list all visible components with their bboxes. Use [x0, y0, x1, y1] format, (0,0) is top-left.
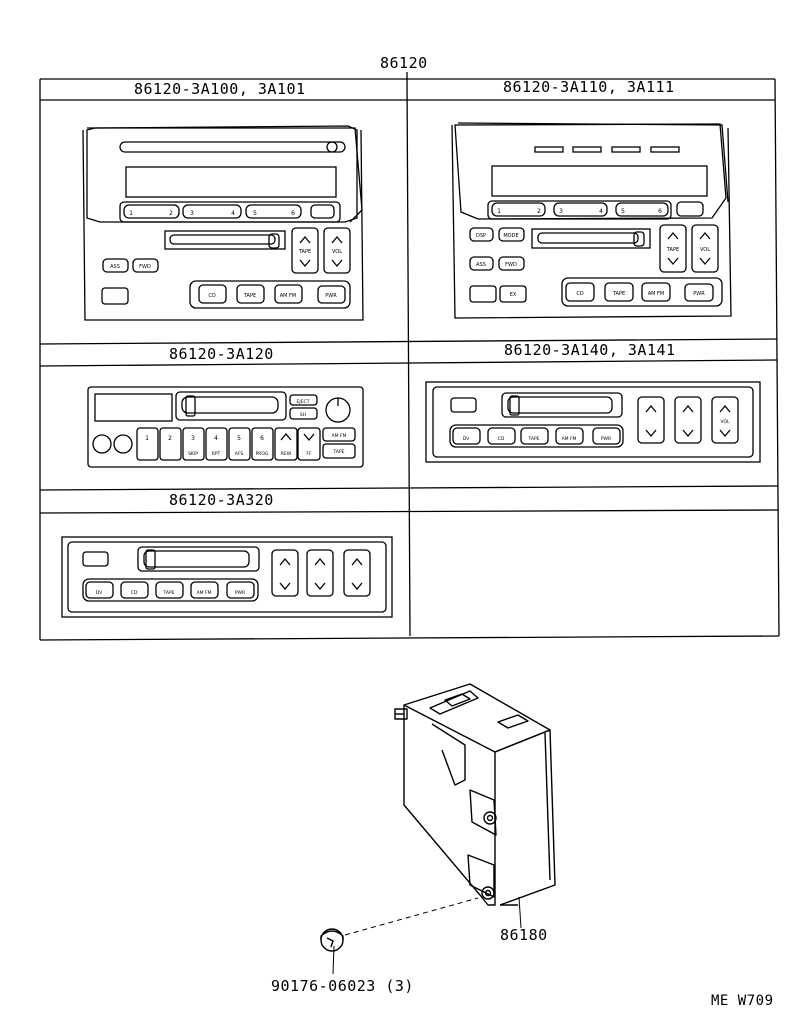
drawing-code: ME W709 [711, 993, 774, 1009]
svg-text:2: 2 [537, 208, 541, 215]
svg-text:TAPE: TAPE [162, 590, 174, 596]
svg-text:CD: CD [208, 293, 215, 299]
svg-text:TAPE: TAPE [298, 249, 311, 255]
svg-text:AM FM: AM FM [562, 436, 577, 442]
svg-text:4: 4 [599, 208, 603, 215]
radio-unit-3A140-labels: VOL DV CD TAPE AM FM PWR [463, 419, 730, 442]
radio-unit-3A110 [451, 122, 732, 319]
amplifier-86180 [394, 683, 556, 906]
radio-unit-3A320-labels: DV CD TAPE AM FM PWR [96, 590, 245, 596]
svg-text:ASS: ASS [476, 262, 486, 268]
grid-frame [39, 72, 780, 641]
svg-text:6: 6 [291, 210, 295, 217]
screw-90176-06023 [320, 928, 344, 952]
svg-text:ASS: ASS [110, 264, 120, 270]
svg-text:CD: CD [131, 590, 138, 596]
svg-text:DSP: DSP [476, 233, 486, 239]
svg-text:4: 4 [231, 210, 235, 217]
svg-text:DV: DV [96, 590, 103, 596]
svg-text:FWD: FWD [139, 264, 151, 270]
svg-text:4: 4 [214, 435, 218, 442]
svg-text:VOL: VOL [700, 247, 710, 253]
panel-label-3A140: 86120-3A140, 3A141 [504, 341, 676, 359]
svg-text:PWR: PWR [325, 293, 337, 299]
svg-text:1: 1 [145, 435, 149, 442]
svg-text:3: 3 [559, 208, 563, 215]
radio-unit-3A100-labels: 1 2 3 4 5 6 TAPE VOL ASS FWD CD TAPE AM FM PWR [110, 210, 342, 299]
svg-text:2: 2 [168, 435, 172, 442]
svg-text:REW: REW [281, 451, 292, 457]
svg-text:AM FM: AM FM [648, 291, 665, 297]
svg-text:PROG: PROG [256, 451, 269, 457]
leader-lines [332, 896, 522, 975]
svg-text:SKIP: SKIP [188, 451, 198, 457]
svg-text:EX: EX [510, 292, 517, 298]
svg-text:PWR: PWR [235, 590, 245, 596]
svg-text:3: 3 [191, 435, 195, 442]
panel-label-3A100: 86120-3A100, 3A101 [134, 80, 306, 98]
amplifier-part-number: 86180 [500, 926, 548, 944]
svg-text:1: 1 [497, 208, 501, 215]
svg-text:SH: SH [300, 412, 306, 418]
svg-text:TAPE: TAPE [666, 247, 679, 253]
panel-label-3A110: 86120-3A110, 3A111 [503, 78, 675, 96]
group-part-number: 86120 [380, 54, 428, 72]
radio-unit-3A140 [425, 381, 761, 463]
svg-text:5: 5 [237, 435, 241, 442]
svg-text:TAPE: TAPE [243, 293, 256, 299]
svg-text:EJECT: EJECT [297, 399, 310, 405]
svg-text:2: 2 [169, 210, 173, 217]
svg-text:PWR: PWR [601, 436, 611, 442]
svg-text:RPT: RPT [212, 451, 221, 457]
svg-text:6: 6 [260, 435, 264, 442]
svg-text:TAPE: TAPE [527, 436, 539, 442]
svg-text:AM FM: AM FM [332, 433, 347, 439]
panel-label-3A320: 86120-3A320 [169, 491, 274, 509]
radio-unit-3A120 [87, 386, 364, 468]
svg-text:CD: CD [576, 291, 583, 297]
svg-text:VOL: VOL [332, 249, 342, 255]
radio-unit-3A110-labels: 1 2 3 4 5 6 DSP MODE TAPE VOL ASS FWD EX CD TAP… [476, 208, 710, 298]
svg-text:TAPE: TAPE [612, 291, 625, 297]
radio-unit-3A320 [61, 536, 393, 618]
radio-unit-3A100 [82, 125, 364, 321]
panel-label-3A120: 86120-3A120 [169, 345, 274, 363]
svg-text:AFS: AFS [235, 451, 244, 457]
svg-text:AM FM: AM FM [197, 590, 212, 596]
svg-text:VOL: VOL [720, 419, 730, 425]
svg-text:1: 1 [129, 210, 133, 217]
screw-part-number: 90176-06023 (3) [271, 977, 414, 995]
svg-text:MODE: MODE [503, 233, 518, 239]
svg-text:AM FM: AM FM [280, 293, 297, 299]
svg-text:5: 5 [621, 208, 625, 215]
svg-text:CD: CD [498, 436, 505, 442]
svg-text:3: 3 [190, 210, 194, 217]
svg-text:TAPE: TAPE [332, 449, 344, 455]
svg-text:6: 6 [658, 208, 662, 215]
svg-text:5: 5 [253, 210, 257, 217]
svg-text:FF: FF [306, 451, 312, 457]
svg-text:PWR: PWR [693, 291, 705, 297]
svg-text:FWD: FWD [505, 262, 517, 268]
svg-text:DV: DV [463, 436, 470, 442]
